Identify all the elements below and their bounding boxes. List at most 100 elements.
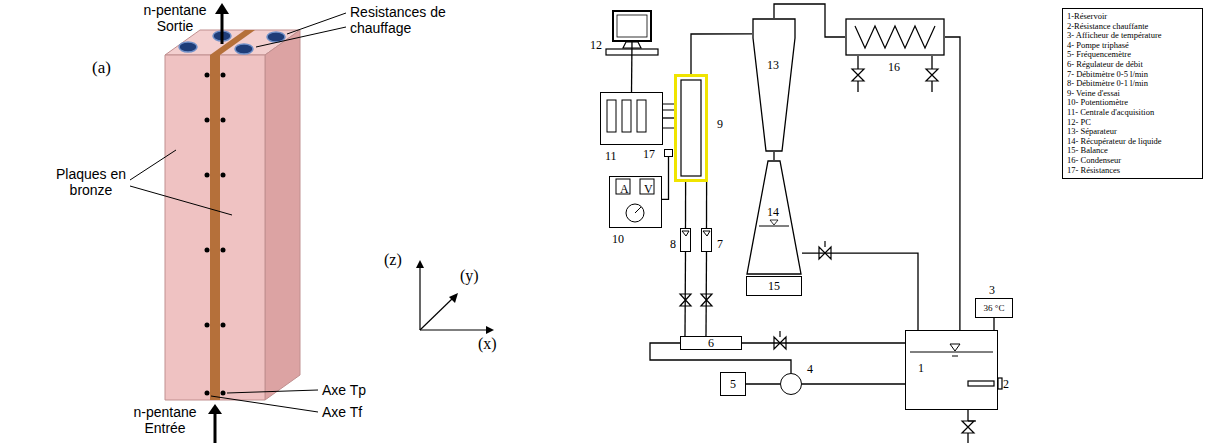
axis-arrow <box>420 298 453 330</box>
thermocouple-dot <box>205 73 226 396</box>
acquisition-slot <box>663 104 674 105</box>
pipe-connector <box>993 318 994 330</box>
thermocouple-dot <box>221 248 226 253</box>
legend-entry: 8- Débitmètre 0-1 l/min <box>1067 79 1199 89</box>
part-label: Resistances de chauffage <box>350 4 468 36</box>
axis-name: (y) <box>460 268 479 284</box>
test-section-block <box>265 30 300 400</box>
legend-entry: 13- Séparateur <box>1067 127 1199 137</box>
pipe-connector <box>742 342 905 343</box>
reservoir-level <box>950 344 960 351</box>
separator-outline <box>752 18 796 152</box>
callout-number: 36 °C <box>984 303 1005 313</box>
computer-base <box>617 15 647 37</box>
reservoir-level <box>910 344 993 356</box>
meter-window <box>616 179 654 222</box>
acquisition-slot <box>637 100 646 132</box>
legend-entry: 12- PC <box>1067 118 1199 128</box>
thermocouple-dot <box>205 173 210 178</box>
resistance-box: 17 <box>664 149 673 157</box>
test-section-block <box>210 30 255 55</box>
thermocouple-dot <box>221 173 226 178</box>
part-label: Plaques en bronze <box>50 166 132 198</box>
callout-number: 12 <box>590 38 602 53</box>
computer-monitor: 12 <box>612 10 652 42</box>
pipe-connector <box>663 117 674 118</box>
callout-number: 3 <box>989 283 995 298</box>
figure-letter: (a) <box>92 60 111 76</box>
callout-number: 13 <box>767 58 779 73</box>
pipe <box>858 56 968 443</box>
pipe-connector <box>650 343 791 373</box>
axis-label: Axe Tp <box>322 382 366 398</box>
callout-number: 16 <box>888 60 900 75</box>
legend-entry: 17- Résistances <box>1067 166 1199 176</box>
axis-arrow <box>416 260 494 334</box>
heater-cartridge <box>179 42 197 52</box>
callout-number: 5 <box>730 377 736 392</box>
pump: 4 <box>780 373 802 395</box>
flowmeter: 7 <box>701 228 712 252</box>
heater-symbol <box>998 378 1002 389</box>
thermocouple-dot <box>205 118 210 123</box>
legend-entry: 2-Résistance chauffante <box>1067 22 1199 32</box>
pipe-connector <box>706 182 707 228</box>
pipe <box>967 433 968 443</box>
axis-name: (z) <box>384 252 402 268</box>
meter-letter: V <box>644 182 653 197</box>
pipe-connector <box>685 182 686 228</box>
acquisition-slot <box>607 100 616 132</box>
legend-entry: 7- Débitmètre 0-5 l/min <box>1067 70 1199 80</box>
reservoir: 1 <box>905 330 998 410</box>
pipe-connector <box>774 4 845 37</box>
axis-name: (x) <box>478 336 497 352</box>
acquisition-slot <box>663 110 674 111</box>
collector-outline <box>770 220 778 225</box>
heater-symbol <box>968 378 1002 389</box>
pipe <box>931 56 932 69</box>
pipe-connector <box>691 34 752 74</box>
legend-entry: 16- Condenseur <box>1067 156 1199 166</box>
collector-outline <box>759 226 789 227</box>
thermocouple-dot <box>205 248 210 253</box>
flow-arrow <box>208 3 229 443</box>
pipe-connector <box>684 252 686 336</box>
flowmeter-float <box>682 231 689 236</box>
legend-entry: 4- Pompe triphasé <box>1067 41 1199 51</box>
acquisition-unit: 11 <box>600 92 663 145</box>
axis-arrow <box>420 329 488 330</box>
test-section-core <box>681 80 701 176</box>
test-section: 9 <box>674 74 708 182</box>
thermocouple-dot <box>221 73 226 78</box>
thermocouple-dot <box>205 391 210 396</box>
valve <box>962 421 974 433</box>
flow-arrow <box>221 12 224 44</box>
leader-line <box>130 150 176 180</box>
test-section-block <box>165 55 265 400</box>
callout-number: 1 <box>918 361 924 376</box>
legend-entry: 6- Régulateur de débit <box>1067 60 1199 70</box>
heater-cartridge <box>179 31 285 54</box>
separator: 13 <box>752 18 796 152</box>
condenser: 16 <box>845 18 945 56</box>
legend-entry: 15- Balance <box>1067 146 1199 156</box>
acquisition-slot <box>607 100 674 132</box>
pipe <box>931 81 932 92</box>
pipe-connector <box>631 42 633 92</box>
condenser-outline <box>846 19 944 55</box>
valve <box>852 69 864 81</box>
flow-label: n-pentane Sortie <box>135 2 215 34</box>
test-section-block <box>210 55 220 400</box>
pipe-connector <box>662 157 669 199</box>
flow-arrow <box>208 404 222 414</box>
axis-label: Axe Tf <box>322 404 362 420</box>
valve <box>680 69 976 433</box>
callout-number: 11 <box>605 149 617 164</box>
thermocouple-dot <box>205 73 210 78</box>
flow-arrow <box>214 412 217 443</box>
valve <box>968 420 976 421</box>
legend-entry: 14- Récupérateur de liquide <box>1067 137 1199 147</box>
legend-entry: 1-Réservoir <box>1067 12 1199 22</box>
